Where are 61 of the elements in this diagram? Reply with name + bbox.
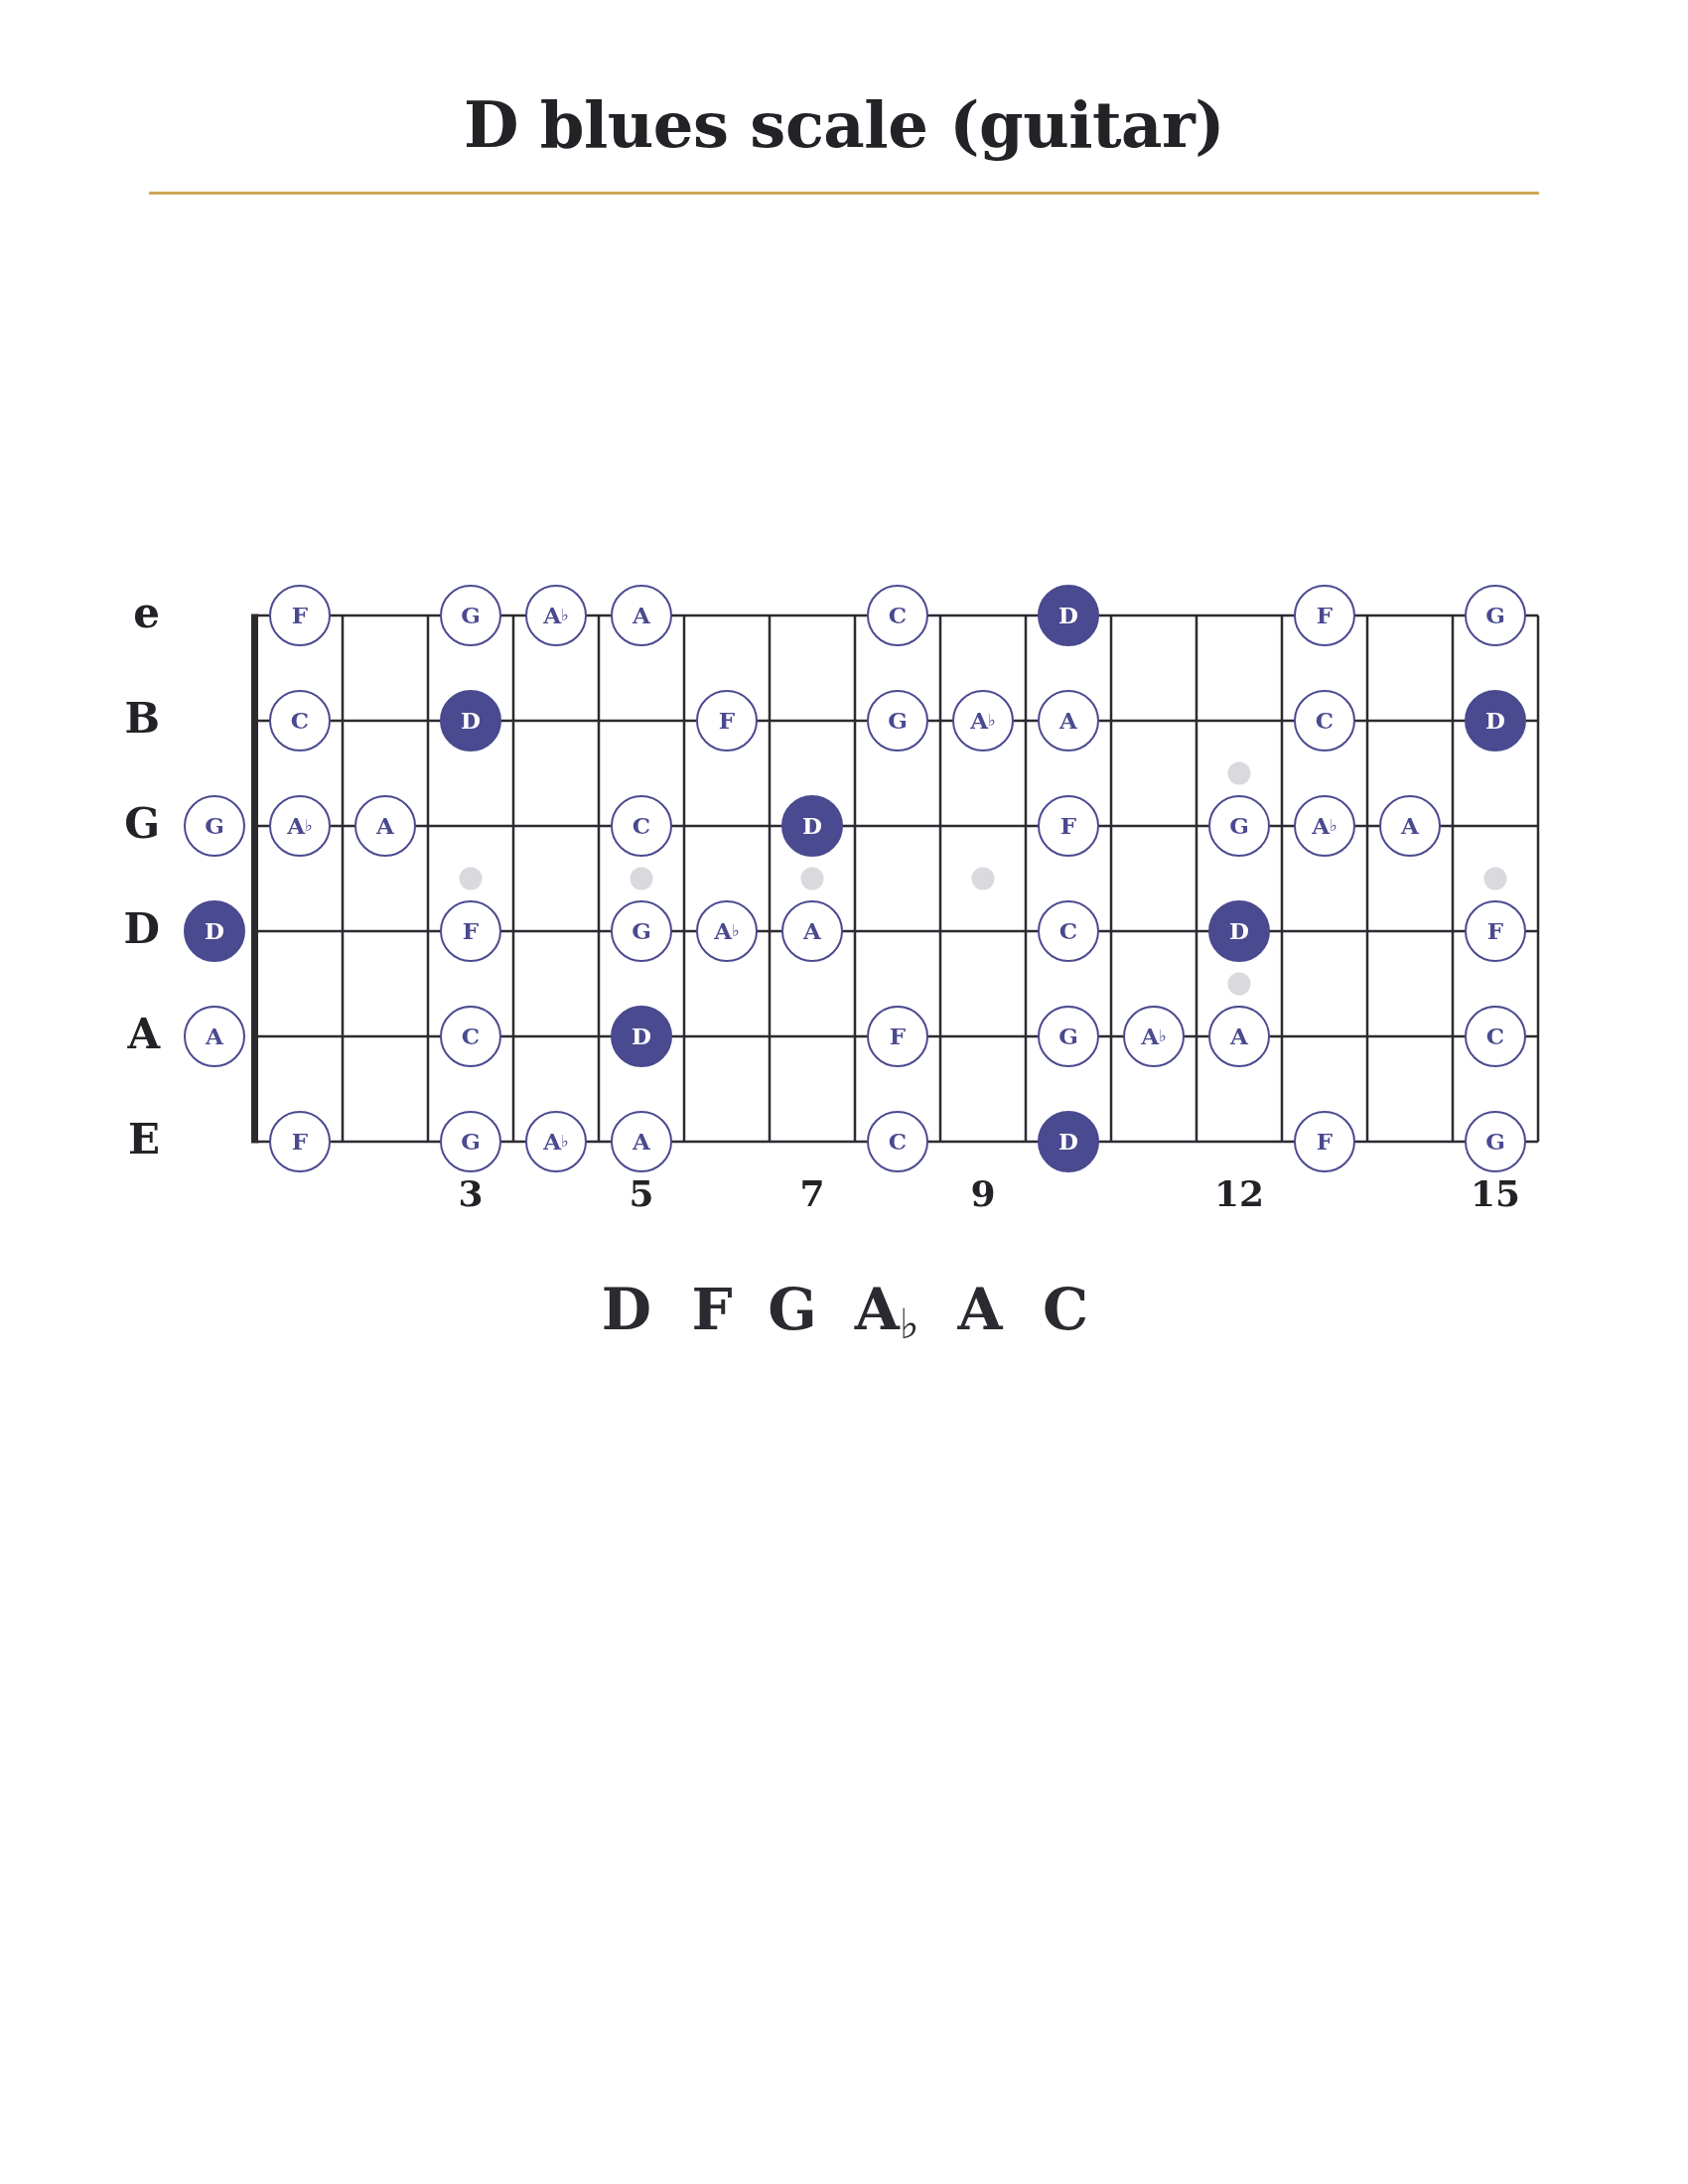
note-marker: C	[440, 1006, 501, 1067]
root-note-marker: D	[1038, 1111, 1099, 1172]
scale-note: F	[691, 1281, 733, 1338]
root-note-marker: D	[440, 690, 501, 751]
note-marker: G	[440, 585, 501, 646]
note-marker: A	[1038, 690, 1099, 751]
string-name: A	[126, 1010, 160, 1059]
note-marker: C	[1294, 690, 1355, 751]
note-marker: C	[269, 690, 331, 751]
note-marker: F	[1294, 1111, 1355, 1172]
note-marker: C	[611, 795, 672, 857]
root-note-marker: D	[1208, 900, 1270, 962]
fret-number: 5	[629, 1175, 654, 1211]
root-note-marker: D	[1465, 690, 1526, 751]
string-name: B	[123, 694, 160, 744]
string-name: G	[123, 799, 160, 849]
title: D blues scale (guitar)	[463, 86, 1225, 164]
note-marker: F	[1294, 585, 1355, 646]
scale-note: C	[1042, 1281, 1089, 1338]
note-marker: F	[696, 690, 758, 751]
string-name: e	[132, 589, 160, 638]
note-marker: F	[867, 1006, 928, 1067]
note-marker: G	[1465, 1111, 1526, 1172]
note-marker: G	[184, 795, 245, 857]
note-marker: G	[1208, 795, 1270, 857]
note-marker: A	[1379, 795, 1441, 857]
note-marker: A	[1208, 1006, 1270, 1067]
root-note-marker: D	[611, 1006, 672, 1067]
note-marker: G	[440, 1111, 501, 1172]
fret-number: 7	[799, 1175, 825, 1211]
scale-note: D	[601, 1281, 652, 1338]
note-marker: F	[269, 585, 331, 646]
note-marker: A	[611, 1111, 672, 1172]
scale-note: A	[957, 1281, 1003, 1338]
root-note-marker: D	[184, 900, 245, 962]
note-marker: C	[867, 585, 928, 646]
note-marker: G	[611, 900, 672, 962]
note-marker: A	[781, 900, 843, 962]
root-note-marker: D	[781, 795, 843, 857]
fret-number: 15	[1470, 1175, 1521, 1211]
root-note-marker: D	[1038, 585, 1099, 646]
note-marker: F	[1465, 900, 1526, 962]
note-marker: F	[440, 900, 501, 962]
note-marker: C	[1038, 900, 1099, 962]
string-name: E	[127, 1115, 160, 1164]
note-marker: A	[184, 1006, 245, 1067]
fret-number: 9	[970, 1175, 996, 1211]
note-marker: G	[867, 690, 928, 751]
note-marker: A	[354, 795, 416, 857]
note-marker: A	[611, 585, 672, 646]
note-marker: G	[1038, 1006, 1099, 1067]
scale-note: A$_{♭}$	[854, 1281, 919, 1338]
scale-note: G	[768, 1281, 817, 1338]
note-marker: F	[269, 1111, 331, 1172]
string-name: D	[122, 904, 160, 954]
note-marker: C	[1465, 1006, 1526, 1067]
note-marker: F	[1038, 795, 1099, 857]
fret-number: 12	[1213, 1175, 1265, 1211]
note-marker: G	[1465, 585, 1526, 646]
note-marker: C	[867, 1111, 928, 1172]
fret-number: 3	[458, 1175, 484, 1211]
